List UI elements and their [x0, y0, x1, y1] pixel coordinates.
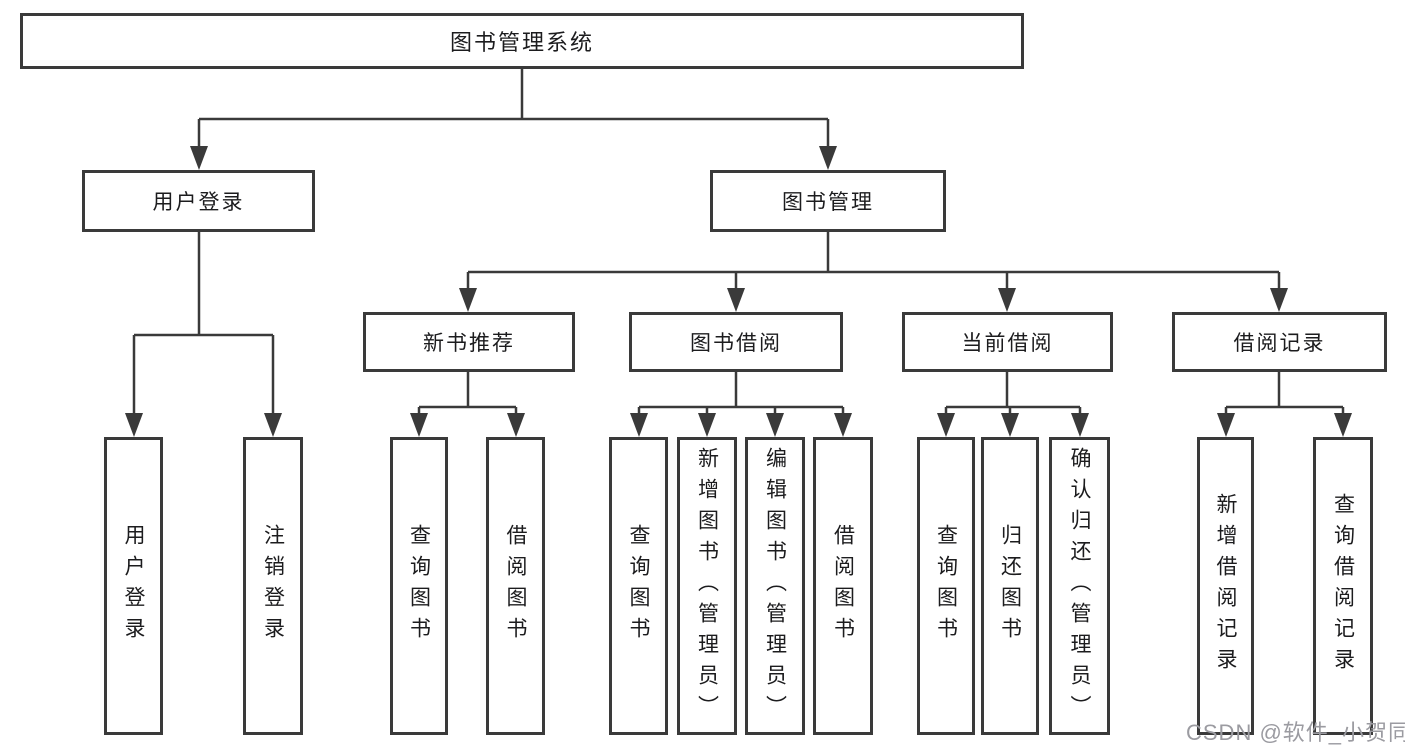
leaf-logout: 注销登录	[243, 437, 303, 735]
node-label: 编辑图书（管理员）	[763, 446, 787, 726]
node-label: 借阅图书	[504, 524, 527, 648]
leaf-edit-books-admin: 编辑图书（管理员）	[745, 437, 805, 735]
node-label: 图书管理	[782, 191, 874, 214]
leaf-query-books-borrowing: 查询图书	[609, 437, 668, 735]
node-user-login: 用户登录	[82, 170, 315, 232]
node-label: 借阅记录	[1233, 332, 1326, 355]
node-library-management-system: 图书管理系统	[20, 13, 1024, 69]
node-borrowing-records: 借阅记录	[1172, 312, 1387, 372]
leaf-add-borrow-record: 新增借阅记录	[1197, 437, 1254, 735]
node-book-borrowing: 图书借阅	[629, 312, 843, 372]
node-label: 用户登录	[152, 191, 245, 214]
node-label: 用户登录	[122, 524, 145, 648]
node-label: 新书推荐	[423, 332, 515, 355]
node-label: 查询图书	[407, 524, 431, 648]
leaf-query-borrow-record: 查询借阅记录	[1313, 437, 1373, 735]
leaf-add-books-admin: 新增图书（管理员）	[677, 437, 737, 735]
node-new-book-recommendation: 新书推荐	[363, 312, 575, 372]
node-label: 当前借阅	[961, 332, 1054, 355]
node-label: 查询图书	[934, 524, 958, 648]
node-label: 查询图书	[627, 524, 650, 648]
node-label: 新增图书（管理员）	[695, 446, 719, 726]
leaf-confirm-return-admin: 确认归还（管理员）	[1049, 437, 1110, 735]
node-book-management: 图书管理	[710, 170, 946, 232]
leaf-return-books: 归还图书	[981, 437, 1039, 735]
node-label: 归还图书	[998, 524, 1022, 648]
node-label: 新增借阅记录	[1214, 493, 1237, 679]
leaf-borrow-books: 借阅图书	[813, 437, 873, 735]
node-label: 查询借阅记录	[1331, 493, 1355, 679]
node-label: 注销登录	[261, 524, 285, 648]
node-label: 图书管理系统	[449, 30, 594, 55]
node-label: 图书借阅	[690, 332, 782, 355]
node-label: 确认归还（管理员）	[1068, 446, 1091, 726]
node-current-borrowing: 当前借阅	[902, 312, 1113, 372]
leaf-query-books-current: 查询图书	[917, 437, 975, 735]
leaf-borrow-books-recommend: 借阅图书	[486, 437, 545, 735]
csdn-watermark: CSDN @软件_小贺同学	[1186, 720, 1405, 745]
leaf-query-books-recommend: 查询图书	[390, 437, 448, 735]
node-label: 借阅图书	[831, 524, 855, 648]
leaf-user-login: 用户登录	[104, 437, 163, 735]
